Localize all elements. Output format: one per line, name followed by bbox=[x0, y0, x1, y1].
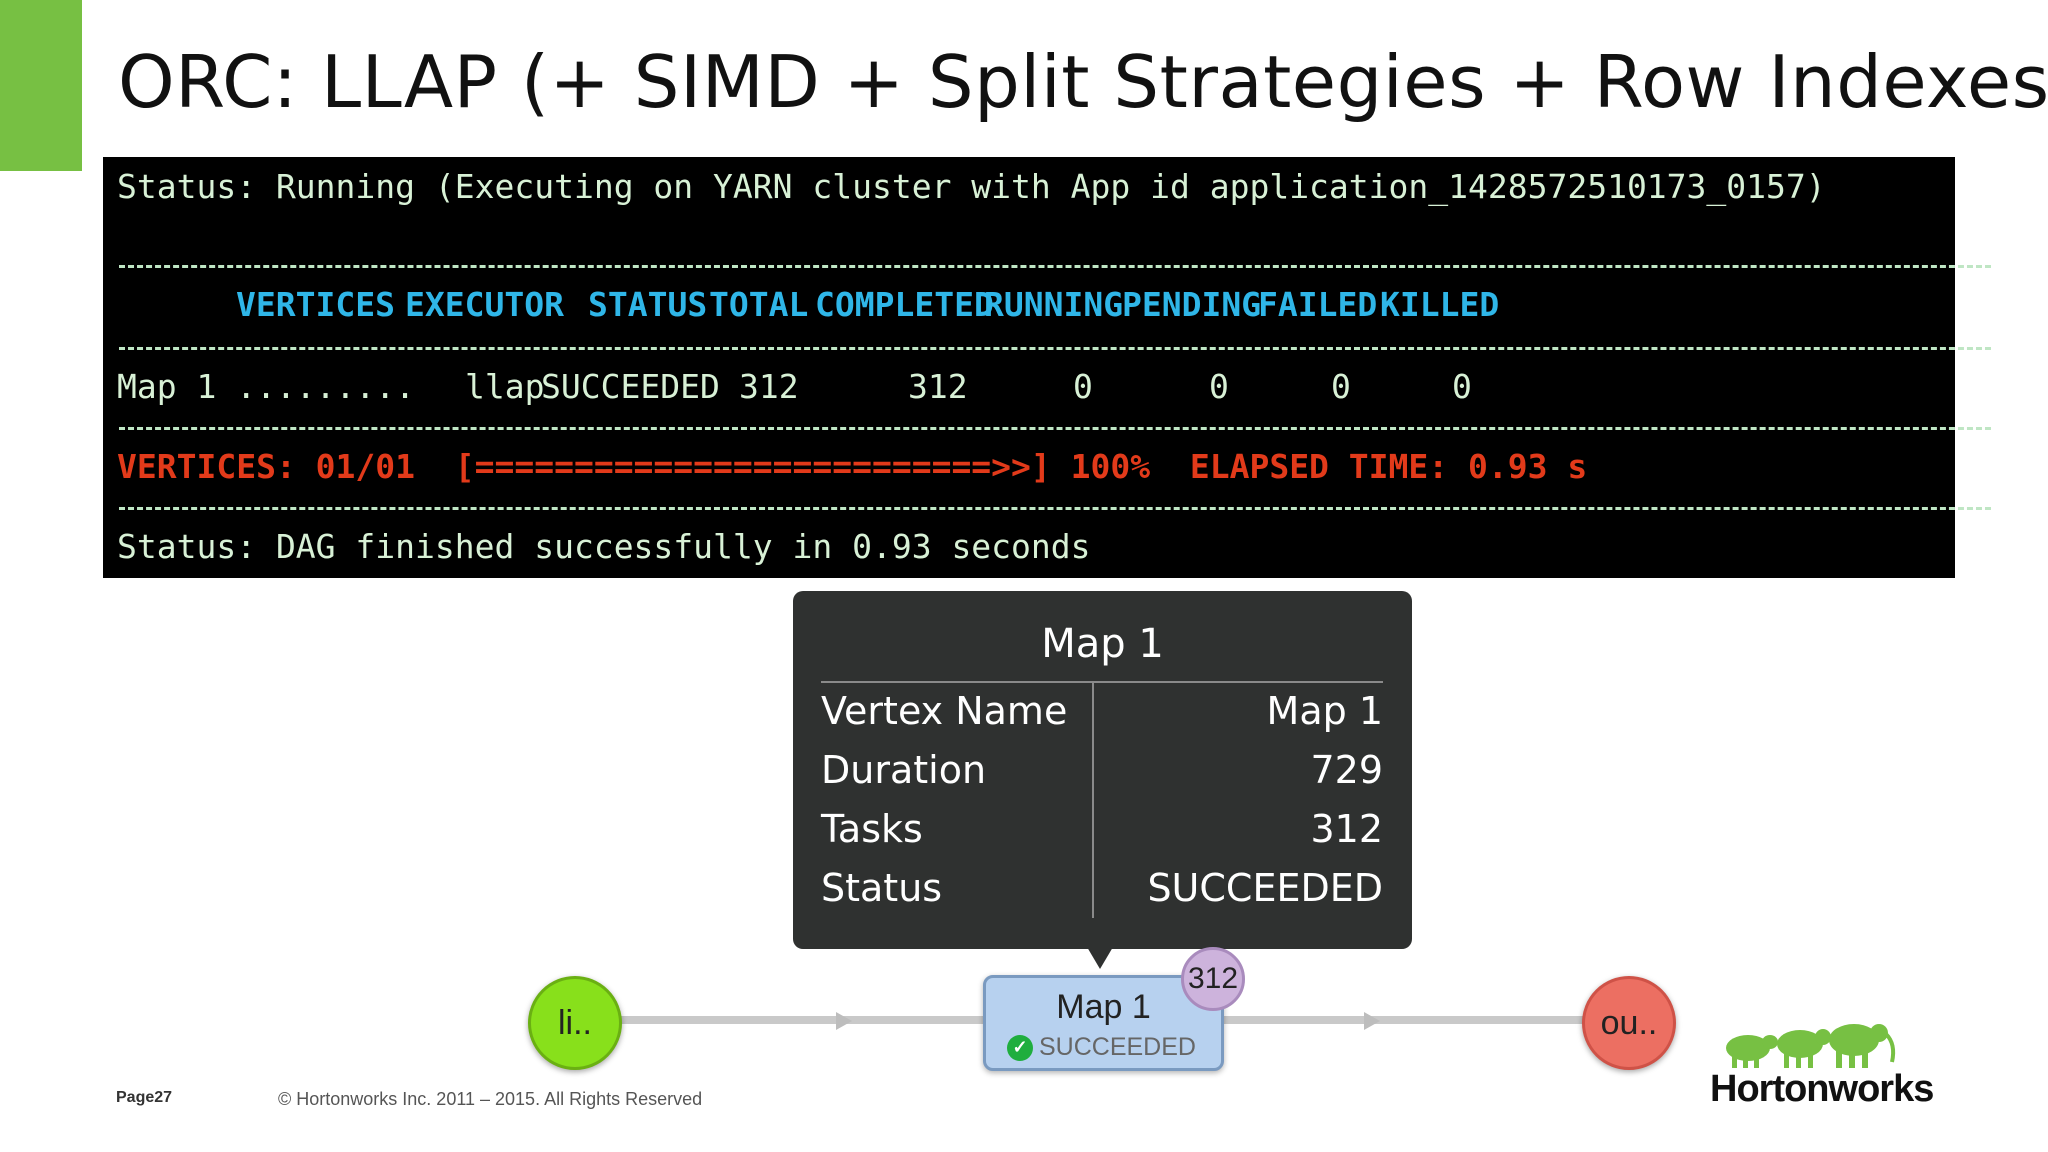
dag-output-node[interactable]: ou.. bbox=[1582, 976, 1676, 1070]
tooltip-value-duration: 729 bbox=[1310, 748, 1383, 792]
header-total: TOTAL bbox=[709, 285, 809, 324]
row-killed: 0 bbox=[1452, 367, 1472, 406]
divider bbox=[119, 347, 1991, 350]
status-finished-line: Status: DAG finished successfully in 0.9… bbox=[117, 527, 1091, 566]
copyright-notice: © Hortonworks Inc. 2011 – 2015. All Righ… bbox=[278, 1089, 703, 1109]
divider bbox=[119, 427, 1991, 430]
header-completed: COMPLETED bbox=[815, 285, 994, 324]
row-total: 312 bbox=[739, 367, 799, 406]
input-node-label: li.. bbox=[558, 1003, 592, 1042]
map-node-name: Map 1 bbox=[1056, 988, 1151, 1026]
progress-line: VERTICES: 01/01 [=======================… bbox=[117, 447, 1588, 486]
tooltip-pointer bbox=[1087, 947, 1113, 969]
edge-input-map bbox=[618, 1016, 985, 1024]
header-failed: FAILED bbox=[1258, 285, 1378, 324]
page-number: Page27 bbox=[116, 1089, 172, 1107]
tooltip-key-vertex-name: Vertex Name bbox=[821, 689, 1068, 733]
tooltip-key-tasks: Tasks bbox=[821, 807, 923, 851]
row-status: SUCCEEDED bbox=[541, 367, 720, 406]
page-number-value: 27 bbox=[154, 1089, 173, 1106]
slide-title: ORC: LLAP (+ SIMD + Split Strategies + R… bbox=[118, 40, 2048, 124]
dag-input-node[interactable]: li.. bbox=[528, 976, 622, 1070]
row-running: 0 bbox=[1073, 367, 1093, 406]
row-pending: 0 bbox=[1209, 367, 1229, 406]
tooltip-value-tasks: 312 bbox=[1310, 807, 1383, 851]
edge-arrow-icon bbox=[1364, 1012, 1380, 1030]
terminal-window: Status: Running (Executing on YARN clust… bbox=[103, 157, 1991, 578]
tooltip-value-status: SUCCEEDED bbox=[1147, 866, 1383, 910]
status-running-line: Status: Running (Executing on YARN clust… bbox=[117, 167, 1826, 206]
row-completed: 312 bbox=[908, 367, 968, 406]
edge-arrow-icon bbox=[836, 1012, 852, 1030]
logo-text: Hortonworks bbox=[1710, 1068, 1934, 1110]
divider bbox=[119, 507, 1991, 510]
vertex-tooltip: Map 1 Vertex Name Map 1 Duration 729 Tas… bbox=[793, 591, 1412, 949]
header-status: STATUS bbox=[588, 285, 708, 324]
tooltip-title: Map 1 bbox=[1041, 621, 1164, 667]
tooltip-column-divider bbox=[1092, 683, 1094, 918]
check-circle-icon: ✓ bbox=[1007, 1034, 1033, 1061]
tooltip-divider bbox=[821, 681, 1383, 683]
row-executor: llap bbox=[465, 367, 545, 406]
tooltip-value-vertex-name: Map 1 bbox=[1266, 689, 1383, 733]
header-killed: KILLED bbox=[1380, 285, 1500, 324]
task-count-badge: 312 bbox=[1181, 947, 1245, 1011]
header-executor: EXECUTOR bbox=[405, 285, 564, 324]
tooltip-key-status: Status bbox=[821, 866, 943, 910]
row-failed: 0 bbox=[1331, 367, 1351, 406]
page-label: Page bbox=[116, 1089, 155, 1106]
header-vertices: VERTICES bbox=[236, 285, 395, 324]
accent-bar bbox=[0, 0, 82, 171]
map-node-status-text: SUCCEEDED bbox=[1039, 1033, 1196, 1061]
divider bbox=[119, 265, 1991, 268]
header-pending: PENDING bbox=[1122, 285, 1262, 324]
map-node-status: ✓ SUCCEEDED bbox=[1007, 1033, 1196, 1062]
edge-map-output bbox=[1220, 1016, 1584, 1024]
output-node-label: ou.. bbox=[1600, 1003, 1658, 1042]
tooltip-key-duration: Duration bbox=[821, 748, 987, 792]
header-running: RUNNING bbox=[984, 285, 1124, 324]
elephants-logo bbox=[1726, 1024, 1896, 1068]
row-vertices: Map 1 ......... bbox=[117, 367, 416, 406]
